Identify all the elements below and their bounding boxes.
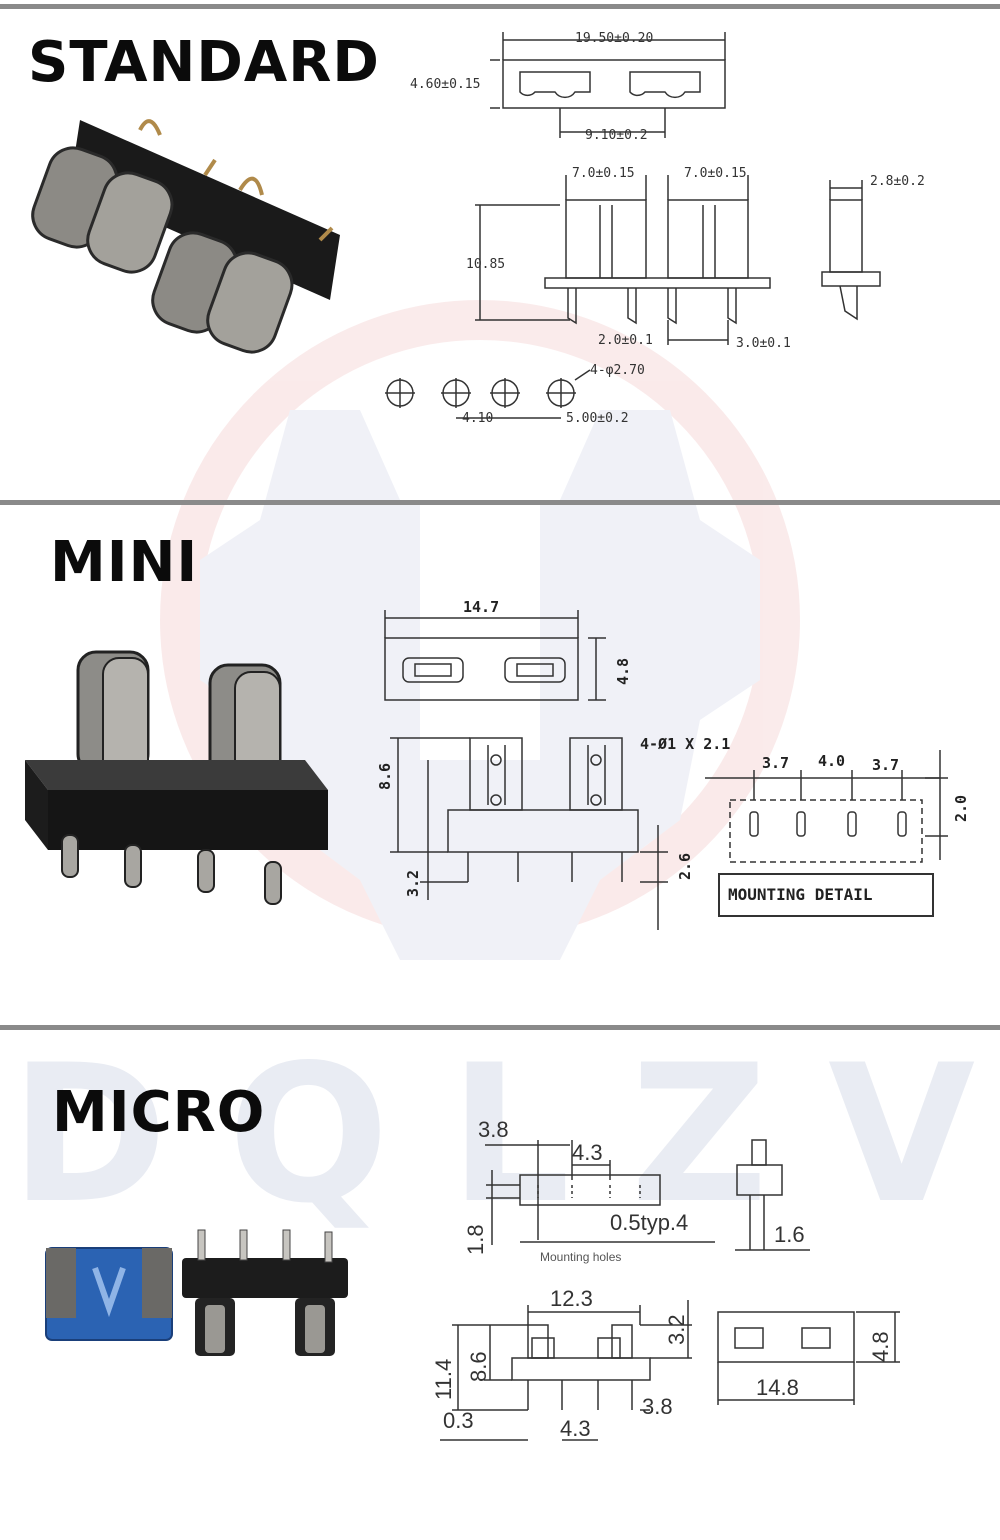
micro-dim-pin-length: 3.8 [642,1394,673,1419]
mini-dim-pitch-c: 3.7 [872,756,900,774]
standard-dim-hole-pitch-outer: 5.00±0.2 [566,411,629,426]
micro-mounting-holes-label: Mounting holes [540,1250,622,1264]
micro-dim-top-pitch: 4.3 [572,1140,603,1165]
standard-dim-hole-spec: 4-φ2.70 [590,363,645,378]
standard-dim-terminal-left: 7.0±0.15 [572,166,635,181]
micro-dim-width-small: 1.8 [463,1224,488,1255]
standard-dim-pin-spacing-b: 3.0±0.1 [736,336,791,351]
micro-dim-top-offset: 3.8 [478,1117,509,1142]
micro-dim-hole-note: 0.5typ.4 [610,1210,689,1235]
standard-dim-height: 4.60±0.15 [410,77,481,92]
mini-mounting-detail-label: MOUNTING DETAIL [718,873,934,917]
mini-heading: MINI [50,530,199,595]
standard-dim-hole-pitch: 4.10 [462,411,494,426]
divider-standard-mini [0,500,1000,505]
micro-dim-body-length: 12.3 [550,1286,593,1311]
standard-dim-total-height: 10.85 [466,257,506,272]
micro-dim-height: 8.6 [466,1351,491,1382]
standard-dim-pin-spacing-a: 2.0±0.1 [598,333,653,348]
micro-dim-top-height: 3.2 [664,1314,689,1345]
standard-heading: STANDARD [28,30,380,95]
micro-heading: MICRO [52,1080,266,1145]
micro-dim-total-height: 11.4 [431,1358,456,1400]
standard-dim-terminal-right: 7.0±0.15 [684,166,747,181]
standard-dim-side-thickness: 2.8±0.2 [870,174,925,189]
micro-dim-side-thickness: 1.6 [774,1222,805,1247]
mini-dim-hole-spec: 4-Ø1 X 2.1 [640,735,731,753]
mini-dim-pitch-a: 3.7 [762,754,790,772]
micro-dim-end-length: 14.8 [756,1375,799,1400]
micro-dim-end-width: 4.8 [868,1331,893,1362]
divider-top [0,4,1000,9]
standard-dim-slot-pitch: 9.10±0.2 [585,128,648,143]
micro-dim-pin-offset: 0.3 [443,1408,474,1433]
mini-dim-pitch-b: 4.0 [818,752,846,770]
standard-dim-overall-length: 19.50±0.20 [575,31,654,46]
divider-mini-micro [0,1025,1000,1030]
micro-dim-pin-pitch: 4.3 [560,1416,591,1441]
mini-dim-length: 14.7 [463,598,500,616]
